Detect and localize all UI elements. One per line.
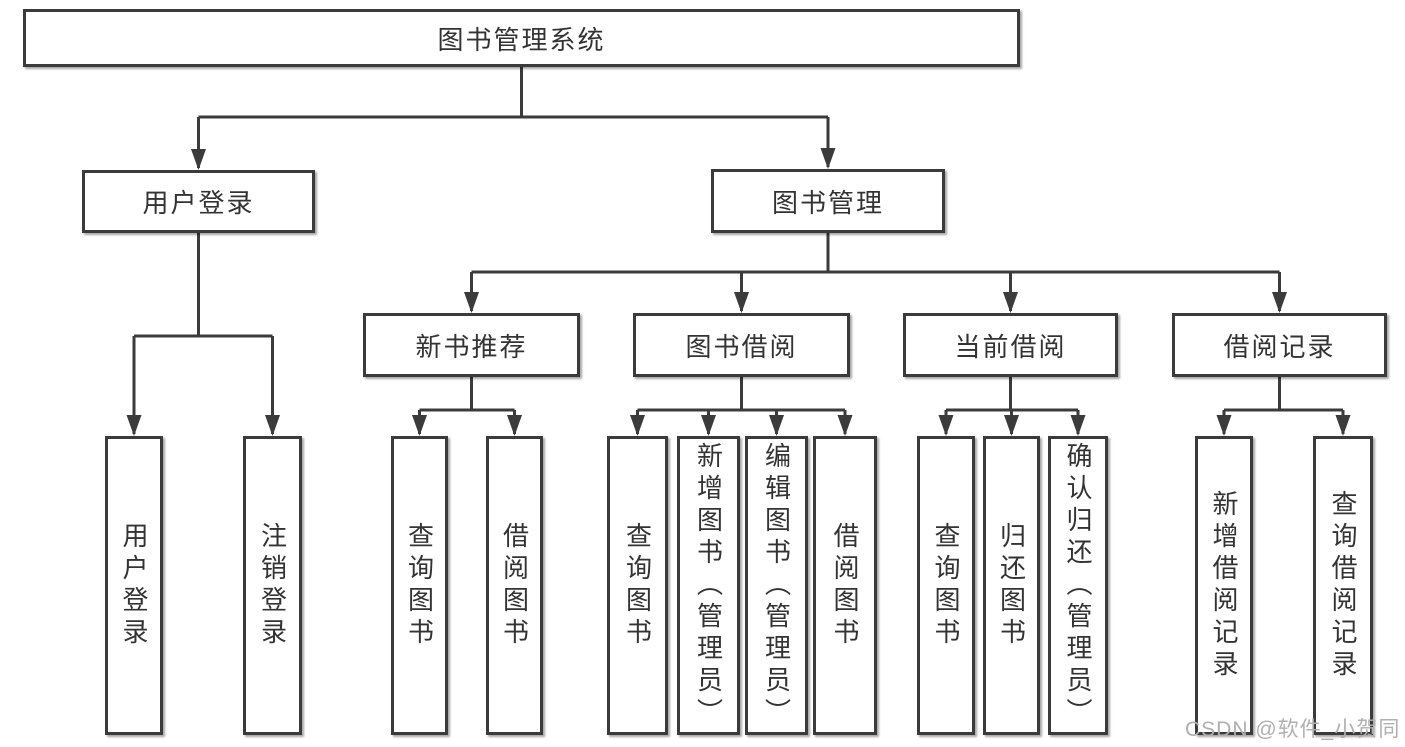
leaf-cb-confirm-return-label: 确认归还（管理员） xyxy=(1063,441,1093,730)
leaf-bb-query-books-label: 查询图书 xyxy=(622,521,653,650)
leaf-bb-query-books: 查询图书 xyxy=(607,436,668,735)
leaf-cb-return-books-label: 归还图书 xyxy=(996,521,1027,650)
leaf-nr-query-books: 查询图书 xyxy=(391,436,448,735)
leaf-br-add-record-label: 新增借阅记录 xyxy=(1209,489,1239,682)
node-new-book-recommend-label: 新书推荐 xyxy=(415,331,528,362)
leaf-nr-borrow-books-label: 借阅图书 xyxy=(499,521,530,650)
node-current-borrowing: 当前借阅 xyxy=(903,313,1118,377)
node-borrowing-records-label: 借阅记录 xyxy=(1223,331,1336,362)
node-new-book-recommend: 新书推荐 xyxy=(363,313,580,377)
leaf-nr-borrow-books: 借阅图书 xyxy=(486,436,543,735)
leaf-br-query-record-label: 查询借阅记录 xyxy=(1328,489,1358,682)
node-book-borrowing-label: 图书借阅 xyxy=(685,331,798,362)
leaf-br-add-record: 新增借阅记录 xyxy=(1195,436,1253,735)
leaf-cb-query-books-label: 查询图书 xyxy=(931,521,961,650)
leaf-bb-edit-books: 编辑图书（管理员） xyxy=(745,436,808,735)
leaf-bb-add-books-label: 新增图书（管理员） xyxy=(693,441,724,730)
leaf-logout: 注销登录 xyxy=(243,436,302,735)
node-book-management: 图书管理 xyxy=(711,169,945,233)
node-user-login-label: 用户登录 xyxy=(142,188,255,218)
node-current-borrowing-label: 当前借阅 xyxy=(954,331,1067,362)
leaf-cb-return-books: 归还图书 xyxy=(983,436,1040,735)
leaf-bb-add-books: 新增图书（管理员） xyxy=(677,436,740,735)
leaf-bb-borrow-books: 借阅图书 xyxy=(813,436,877,735)
leaf-bb-edit-books-label: 编辑图书（管理员） xyxy=(761,441,792,730)
node-user-login: 用户登录 xyxy=(82,170,315,233)
node-root-label: 图书管理系统 xyxy=(437,24,606,55)
leaf-cb-query-books: 查询图书 xyxy=(917,436,975,735)
arrowheads xyxy=(126,148,1351,436)
leaf-logout-label: 注销登录 xyxy=(257,521,288,650)
csdn-watermark: CSDN @软件_小贺同学 xyxy=(1185,718,1401,741)
leaf-user-login: 用户登录 xyxy=(105,436,163,735)
node-borrowing-records: 借阅记录 xyxy=(1172,313,1387,377)
node-root: 图书管理系统 xyxy=(23,9,1020,67)
node-book-borrowing: 图书借阅 xyxy=(633,313,850,377)
node-book-management-label: 图书管理 xyxy=(771,187,884,218)
leaf-user-login-label: 用户登录 xyxy=(119,521,149,650)
leaf-nr-query-books-label: 查询图书 xyxy=(404,521,435,650)
leaf-cb-confirm-return: 确认归还（管理员） xyxy=(1048,436,1108,735)
leaf-br-query-record: 查询借阅记录 xyxy=(1313,436,1373,735)
leaf-bb-borrow-books-label: 借阅图书 xyxy=(830,521,860,650)
